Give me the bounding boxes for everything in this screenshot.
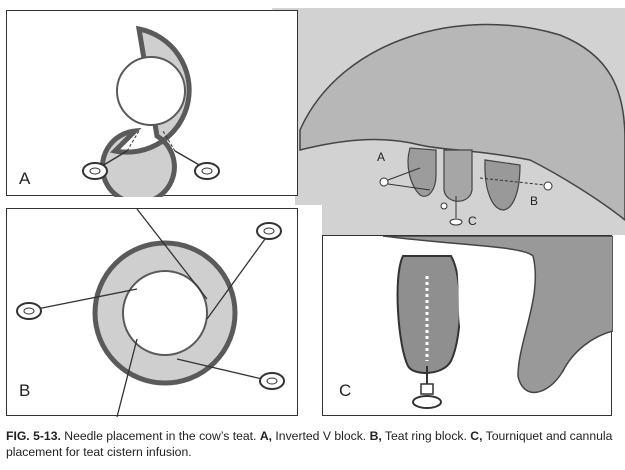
caption-key-c: C,	[470, 429, 483, 443]
udder-label-b: B	[530, 194, 539, 208]
needle-icon	[16, 302, 42, 320]
caption-key-a: A,	[259, 429, 273, 443]
caption-text-c: Tourniquet and cannula placement for tea…	[6, 429, 613, 459]
udder-quarter	[382, 236, 613, 394]
needle-icon	[256, 222, 282, 240]
needle-icon	[412, 366, 442, 409]
udder-teat-left	[407, 147, 437, 197]
udder-cannula-c	[440, 196, 463, 226]
caption-key-b: B,	[369, 429, 382, 443]
panel-c: C	[322, 235, 613, 416]
panel-b: B	[6, 208, 298, 417]
needle-icon	[82, 150, 128, 180]
panel-c-diagram	[382, 236, 613, 409]
needle-icon	[174, 150, 220, 180]
udder-label-a: A	[377, 150, 386, 164]
panel-label-b: B	[19, 381, 31, 400]
teat-canal	[122, 270, 208, 356]
needle-lines	[36, 209, 266, 417]
udder-label-c: C	[468, 214, 477, 228]
panel-b-diagram	[16, 209, 285, 417]
udder-body	[299, 23, 625, 221]
udder-needle-a	[379, 167, 431, 191]
udder-teat-right	[484, 159, 521, 211]
caption-text-a: Inverted V block.	[272, 429, 370, 443]
teat	[396, 255, 461, 374]
panel-label-c: C	[339, 381, 352, 400]
figure-caption: FIG. 5-13. Needle placement in the cow’s…	[6, 428, 620, 460]
panel-label-a: A	[19, 169, 31, 188]
caption-intro: Needle placement in the cow’s teat.	[60, 429, 260, 443]
teat-canal	[116, 56, 186, 126]
panel-a-diagram	[82, 25, 220, 197]
needle-icon	[259, 372, 285, 390]
panel-a: A	[6, 10, 298, 197]
needle-path-a	[126, 130, 176, 152]
caption-fig-number: FIG. 5-13.	[6, 429, 61, 443]
udder-teat-center	[443, 149, 473, 202]
caption-text-b: Teat ring block.	[381, 429, 471, 443]
udder-needle-b	[479, 177, 553, 191]
tourniquet	[456, 255, 467, 338]
